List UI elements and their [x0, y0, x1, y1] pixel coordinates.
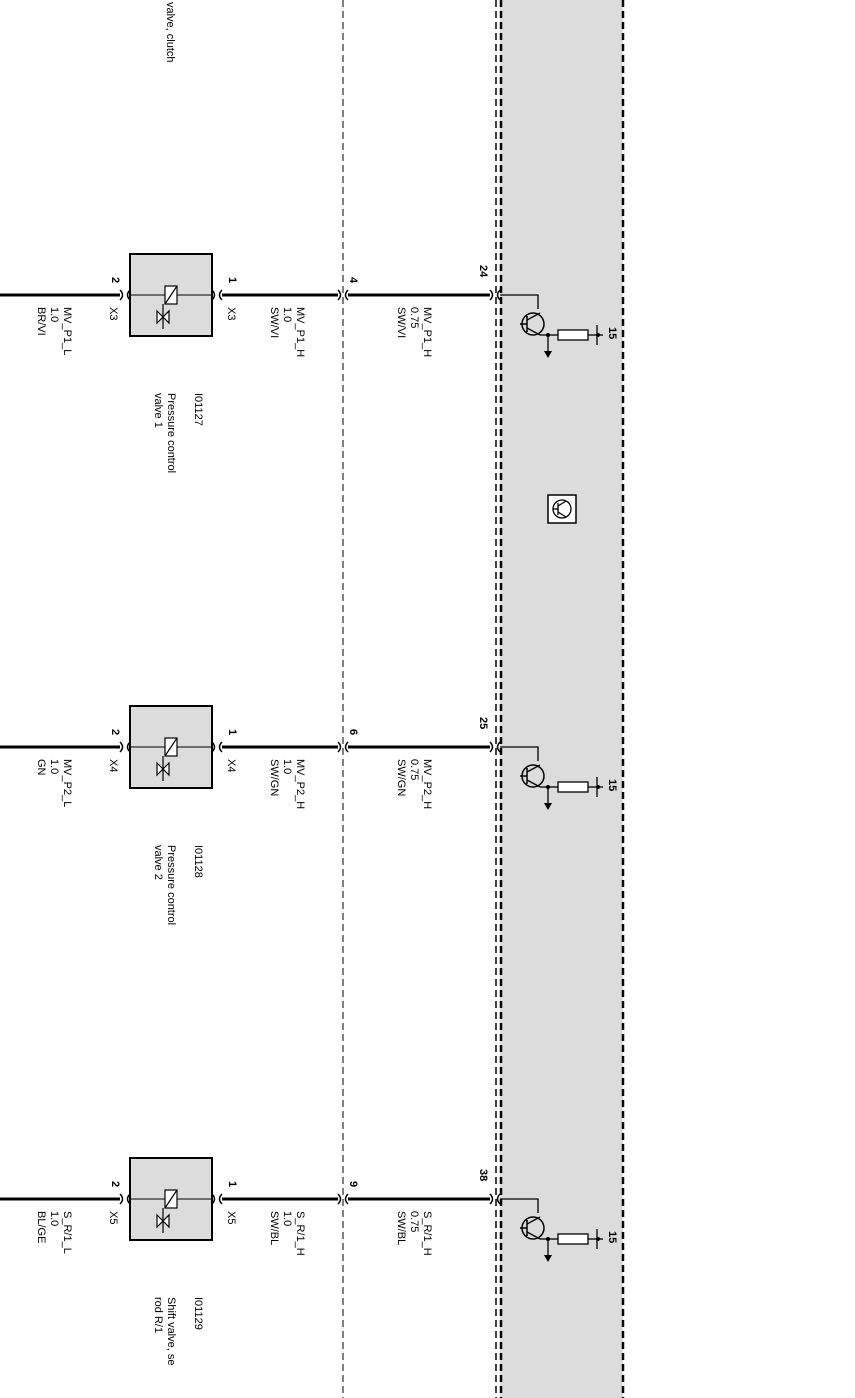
wire-high-signal: S_R/1_H: [294, 1211, 306, 1256]
ecu-wire-signal: MV_P1_H: [421, 307, 433, 357]
wire-low-size: 1.0: [48, 307, 60, 322]
wire-high-signal: MV_P1_H: [294, 307, 306, 357]
splice-pin: 4: [347, 277, 359, 284]
ecu-pin: 38: [477, 1169, 489, 1181]
component-name-line1: Shift valve, se: [165, 1297, 177, 1365]
component-name-line2: valve 1: [152, 393, 164, 428]
transistor-driver-icon: [500, 294, 603, 358]
solenoid-valve-icon: [156, 1189, 178, 1233]
conn-in-label: X4: [107, 759, 119, 772]
wire-high-signal: MV_P2_H: [294, 759, 306, 809]
splice-connector: [337, 741, 349, 753]
valve-pin-out: 1: [226, 277, 238, 283]
wire-high-color: SW/BL: [268, 1211, 280, 1245]
pin-connector-in: [119, 741, 131, 753]
splice-connector: [337, 289, 349, 301]
pin-connector-out: [211, 741, 223, 753]
valve-pin-in: 2: [109, 729, 121, 735]
pin-connector-in: [119, 1193, 131, 1205]
wire-high-size: 1.0: [281, 759, 293, 774]
component-id: I01127: [192, 393, 204, 426]
ecu-pin-connector: [489, 289, 501, 301]
wire-high-color: SW/GN: [268, 759, 280, 796]
supply-label: 15: [606, 327, 618, 339]
wire-high-size: 1.0: [281, 1211, 293, 1226]
ecu-pin: 25: [477, 717, 489, 729]
component-id: I01129: [192, 1297, 204, 1330]
pin-connector-in: [119, 289, 131, 301]
wire-low-color: BR/VI: [35, 307, 47, 336]
wire-low-color: BL/GE: [35, 1211, 47, 1243]
ecu-housing: [500, 0, 623, 1398]
circuit-pressure-control-valve-1: 2 1 4 24 X3 X3 MV_P1_L 1.0 BR/VI MV_P1_H…: [0, 253, 618, 473]
circuit-shift-valve-r1: 2 1 9 38 X5 X5 S_R/1_L 1.0 BL/GE S_R/1_H…: [0, 1157, 618, 1365]
conn-in-label: X3: [107, 307, 119, 320]
transistor-symbol-icon: [547, 494, 577, 524]
solenoid-valve-icon: [156, 737, 178, 781]
splice-pin: 9: [347, 1181, 359, 1187]
supply-label: 15: [606, 779, 618, 791]
component-name-line2: rod R/1: [152, 1297, 164, 1333]
ecu-wire-size: 0.75: [408, 1211, 420, 1232]
wire-low-size: 1.0: [48, 1211, 60, 1226]
supply-label: 15: [606, 1231, 618, 1243]
circuit-pressure-control-valve-2: 2 1 6 25 X4 X4 MV_P2_L 1.0 GN MV_P2_H 1.…: [0, 705, 618, 925]
wire-low-color: GN: [35, 759, 47, 776]
wire-low-size: 1.0: [48, 759, 60, 774]
ecu-wire-color: SW/GN: [395, 759, 407, 796]
ecu-wire-signal: S_R/1_H: [421, 1211, 433, 1256]
component-name-line2: valve 2: [152, 845, 164, 880]
ecu-pin-connector: [489, 1193, 501, 1205]
ecu-wire-size: 0.75: [408, 759, 420, 780]
transistor-driver-icon: [500, 746, 603, 810]
conn-out-label: X5: [225, 1211, 237, 1224]
conn-out-label: X3: [225, 307, 237, 320]
pin-connector-out: [211, 289, 223, 301]
wire-high-color: SW/VI: [268, 307, 280, 338]
valve-pin-in: 2: [109, 277, 121, 283]
component-name-line1: Pressure control: [165, 845, 177, 925]
ecu-pin-connector: [489, 741, 501, 753]
splice-connector: [337, 1193, 349, 1205]
component-id: I01128: [192, 845, 204, 878]
ecu-wire-color: SW/BL: [395, 1211, 407, 1245]
wire-low-signal: MV_P2_L: [61, 759, 73, 807]
wire-low-signal: MV_P1_L: [61, 307, 73, 355]
valve-pin-out: 1: [226, 729, 238, 735]
conn-in-label: X5: [107, 1211, 119, 1224]
splice-pin: 6: [347, 729, 359, 735]
ecu-wire-color: SW/VI: [395, 307, 407, 338]
solenoid-valve-icon: [156, 285, 178, 329]
wire-low-signal: S_R/1_L: [61, 1211, 73, 1254]
component-name-line1: Pressure control: [165, 393, 177, 473]
transistor-driver-icon: [500, 1198, 603, 1262]
pin-connector-out: [211, 1193, 223, 1205]
ecu-pin: 24: [477, 265, 489, 278]
wire-high-size: 1.0: [281, 307, 293, 322]
valve-pin-in: 2: [109, 1181, 121, 1187]
ecu-wire-size: 0.75: [408, 307, 420, 328]
header-fragment: valve, clutch: [164, 2, 176, 63]
ecu-wire-signal: MV_P2_H: [421, 759, 433, 809]
conn-out-label: X4: [225, 759, 237, 772]
valve-pin-out: 1: [226, 1181, 238, 1187]
